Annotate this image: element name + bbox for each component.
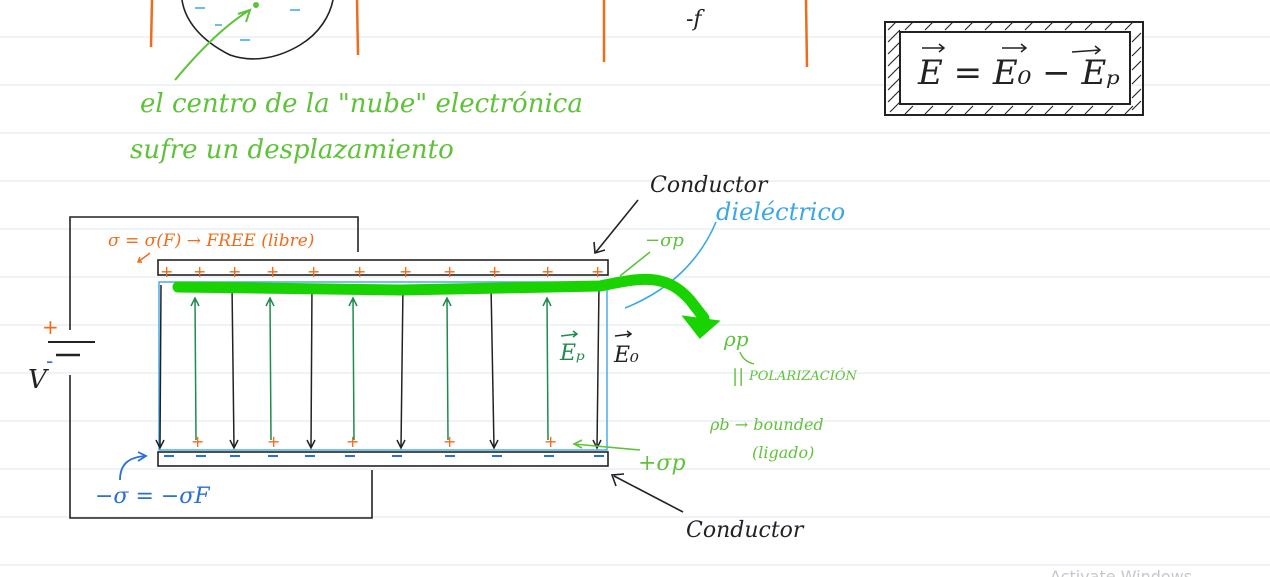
svg-text:+: + <box>228 262 241 281</box>
svg-text:+: + <box>591 262 604 281</box>
top-sign-text: -f <box>686 7 705 32</box>
e0-field-arrows <box>155 284 602 450</box>
conductor-bottom-label: Conductor <box>686 518 805 543</box>
top-plate-charges: + + + + + + + + + + + <box>160 262 604 281</box>
svg-text:+: + <box>544 432 557 451</box>
svg-text:+: + <box>191 432 204 451</box>
battery-minus: - <box>46 349 53 373</box>
circuit-wire <box>69 216 373 519</box>
svg-text:+: + <box>541 262 554 281</box>
minus-sigma-p-label: −σp <box>645 230 684 251</box>
ligado-label: (ligado) <box>752 443 814 462</box>
svg-text:+: + <box>193 262 206 281</box>
sigma-free-label: σ = σ(F) → FREE (libre) <box>108 231 314 251</box>
battery-plus: + <box>42 315 59 339</box>
svg-text:+: + <box>346 432 359 451</box>
bottom-plate <box>157 451 609 467</box>
conductor-top-label: Conductor <box>650 173 769 198</box>
svg-text:+: + <box>267 432 280 451</box>
polarizacion-label: POLARIZACIÓN <box>748 367 858 384</box>
svg-text:+: + <box>443 432 456 451</box>
equation-box: E = E₀ − Eₚ <box>884 21 1144 116</box>
bound-positive-charges: + + + + + <box>191 432 557 451</box>
battery-symbol: + V - <box>28 315 95 395</box>
plus-sigma-p-label: +σp <box>638 451 686 476</box>
electron-cloud <box>174 0 334 81</box>
eo-label: E₀ <box>613 343 639 368</box>
cloud-note-line-2: sufre un desplazamiento <box>130 135 454 165</box>
ep-field-arrows <box>190 296 552 441</box>
rho-b-label: ρb → bounded <box>709 415 824 434</box>
green-highlight-arrowhead <box>681 315 721 339</box>
top-orange-strokes <box>149 0 809 68</box>
dielectric-slab <box>158 281 608 451</box>
svg-text:+: + <box>307 262 320 281</box>
svg-text:+: + <box>488 262 501 281</box>
rho-p-label: ρp <box>723 327 749 351</box>
equation-text: E = E₀ − Eₚ <box>917 53 1120 93</box>
ep-label: Eₚ <box>559 341 585 366</box>
top-plate <box>157 259 609 276</box>
sigma-negative-label: −σ = −σF <box>95 484 210 509</box>
battery-v: V <box>28 365 49 395</box>
activate-windows-watermark: Activate Windows <box>1050 567 1192 577</box>
cloud-note-line-1: el centro de la "nube" electrónica <box>140 89 583 119</box>
dielectric-label: dieléctrico <box>716 198 845 226</box>
svg-text:+: + <box>160 262 173 281</box>
green-highlight-stroke <box>172 273 710 324</box>
parallel-mark: || <box>732 366 744 387</box>
svg-text:+: + <box>353 262 366 281</box>
svg-text:+: + <box>399 262 412 281</box>
svg-text:+: + <box>443 262 456 281</box>
svg-text:+: + <box>266 262 279 281</box>
